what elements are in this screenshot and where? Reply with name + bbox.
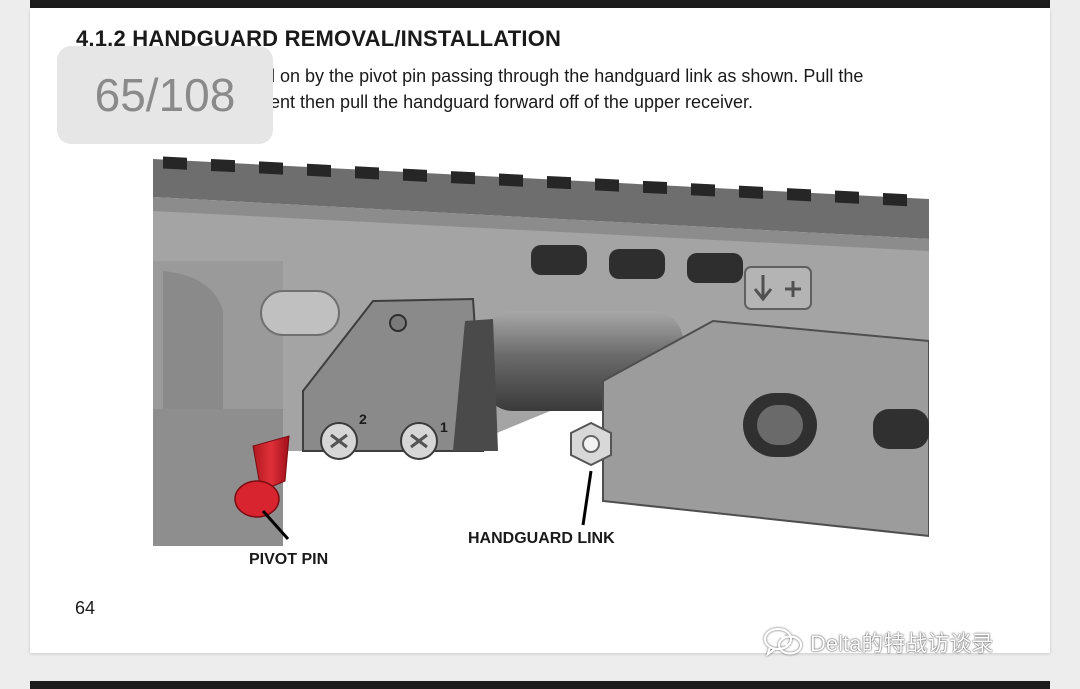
document-page: 4.1.2 HANDGUARD REMOVAL/INSTALLATION d o… [30,8,1050,653]
screw-1 [400,422,438,460]
body-text-line-1: d on by the pivot pin passing through th… [265,66,864,86]
callout-handguard-link: HANDGUARD LINK [468,530,615,547]
handguard-link-leader [581,470,593,526]
watermark: Delta的特战访谈录 [762,622,993,662]
top-rail [153,159,929,239]
body-text-line-2: tent then pull the handguard forward off… [265,92,753,112]
receiver-oval-cutout [260,290,340,336]
arrow-plus-marking [744,266,812,310]
callout-pivot-pin: PIVOT PIN [249,551,329,568]
screw-number-2: 2 [359,411,367,427]
top-bar [30,0,1050,8]
pivot-pin [234,435,290,518]
handguard-vent-slots [531,245,743,283]
pivot-pin-leader [261,510,290,540]
locking-bracket [302,297,485,452]
wechat-icon [763,627,803,657]
page-counter: 65/108 [57,46,273,144]
screw-number-1: 1 [440,419,448,435]
bottom-bar [30,681,1050,689]
rail-slots [163,156,907,207]
watermark-text: Delta的特战访谈录 [810,631,994,656]
page-number: 64 [75,598,96,618]
handguard-illustration: 2 1 [153,151,929,546]
screw-2 [320,422,358,460]
